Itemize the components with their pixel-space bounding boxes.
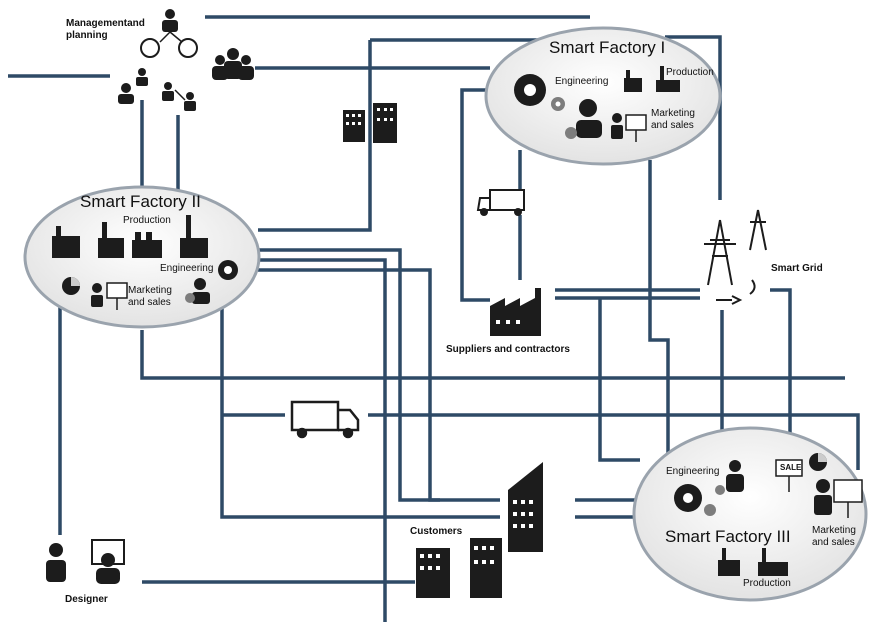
connector-sf1-bottom [648, 160, 670, 460]
sf2-marketing-label: Marketing and sales [128, 285, 172, 308]
people-network-icon [118, 9, 198, 111]
sf1-production-label: Production [666, 67, 714, 78]
factory-ellipses [23, 26, 868, 602]
presenter-icon [814, 479, 863, 518]
pie-chart-icon [809, 453, 827, 471]
smart-factory-1-ellipse [484, 26, 722, 166]
factory-icon [52, 215, 208, 258]
skyscraper-icon [508, 462, 543, 552]
office-buildings-icon [416, 538, 502, 598]
office-buildings-icon [343, 103, 397, 143]
connection-lines [8, 15, 860, 622]
connector-sf1-right [665, 35, 722, 200]
engineer-icon [565, 99, 602, 139]
team-meeting-icon [212, 48, 254, 80]
sf3-engineering-label: Engineering [666, 466, 720, 477]
connector-sf1-left [460, 88, 490, 302]
gear-icon [514, 74, 565, 111]
connector-sf2-long [140, 330, 845, 380]
factory-icon [624, 66, 680, 92]
truck-icon [476, 189, 525, 216]
connector-sf2-down [220, 300, 500, 519]
sf2-production-label: Production [123, 215, 171, 226]
designer-label: Designer [65, 594, 108, 605]
truck-icon [290, 400, 360, 439]
smart-factory-3-ellipse [632, 426, 868, 602]
gear-icon [218, 260, 238, 280]
smart-factory-3-title: Smart Factory III [665, 527, 791, 546]
management-label: Managementand planning [66, 18, 145, 41]
connector-sf2-b [258, 258, 387, 622]
smart-grid-label: Smart Grid [771, 263, 823, 274]
smart-factory-2-title: Smart Factory II [80, 192, 201, 211]
connector-sf2-c [258, 268, 500, 502]
smart-factory-1-title: Smart Factory I [549, 38, 666, 57]
pie-chart-icon [62, 277, 80, 295]
power-tower-icon [704, 209, 767, 286]
connector-buildings-down [258, 40, 372, 232]
presenter-icon [611, 113, 647, 142]
connector-sf2-a [258, 248, 440, 502]
connector-truck2-right [368, 413, 860, 470]
engineer-icon [715, 460, 744, 495]
customers-label: Customers [410, 526, 463, 537]
connector-grid-down-b [770, 288, 792, 440]
sf3-production-label: Production [743, 578, 791, 589]
designer-icon [46, 539, 125, 584]
presenter-icon [91, 282, 128, 310]
sf3-marketing-label: Marketing and sales [812, 525, 856, 548]
plug-icon [716, 279, 756, 305]
suppliers-label: Suppliers and contractors [446, 344, 570, 355]
factory-icon [718, 548, 788, 576]
sf1-engineering-label: Engineering [555, 76, 609, 87]
sf2-engineering-label: Engineering [160, 263, 214, 274]
engineer-icon [185, 278, 210, 304]
connector-suppliers-down [598, 298, 640, 462]
sale-sign-icon [775, 459, 803, 492]
sale-sign-label: SALE [780, 463, 802, 472]
gear-icon [674, 484, 716, 516]
sf1-marketing-label: Marketing and sales [651, 108, 695, 131]
factory-icon [490, 288, 541, 336]
